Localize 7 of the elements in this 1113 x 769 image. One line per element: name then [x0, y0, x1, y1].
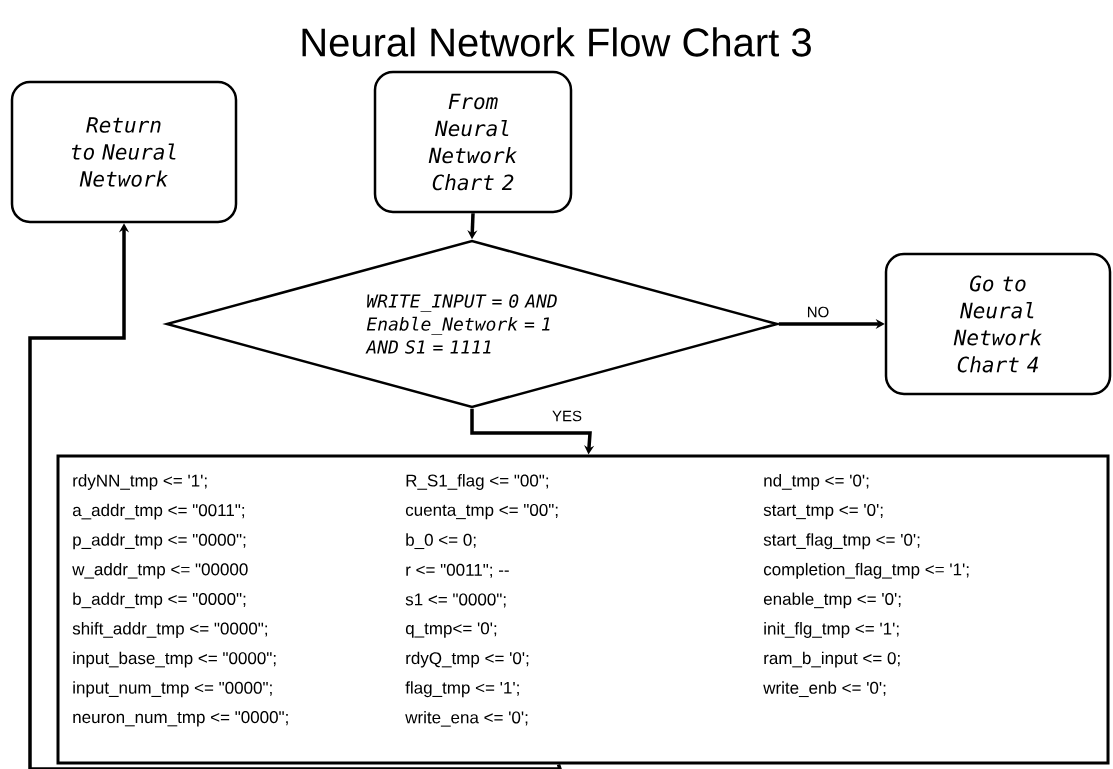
title: Neural Network Flow Chart 3: [302, 27, 811, 57]
process-box: rdyNN_tmp <= '1'; a_addr_tmp <= "0011"; p_addr_tmp <= "0000"; w_addr_tmp <= "00000 b_addr_tmp <= "0000"; shift_addr_tmp <= "0000"; input_base_tmp <= "0000"; input_num_tmp <= "0000"; neuron_num_tmp <= "0000"; R_S1_flag <= "00"; cuenta_tmp <= "00"; b_0 <= 0; r <= "0011"; -- s1 <= "0000"; q_tmp<= '0'; rdyQ_tmp <= '0'; flag_tmp <= '1'; write_ena <= '0'; nd_tmp <= '0'; start_tmp <= '0'; start_flag_tmp <= '0'; completion_flag_tmp <= '1'; enable_tmp <= '0'; init_flg_tmp <= '1'; ram_b_input <= 0; write_enb <= '0';: [56, 454, 1110, 765]
edge-label: YES: [551, 409, 583, 423]
terminal-box: Go to Neural Network Chart 4: [884, 252, 1112, 396]
edge-label: NO: [805, 305, 831, 319]
terminal-box: From Neural Network Chart 2: [373, 70, 573, 214]
terminal-box: Return to Neural Network: [10, 80, 238, 224]
